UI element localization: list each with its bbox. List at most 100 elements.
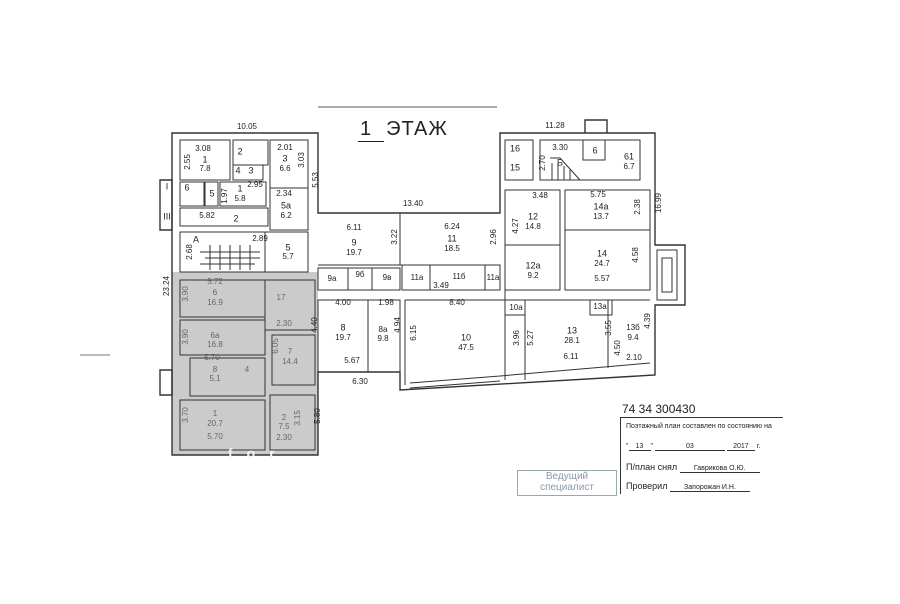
room-number: 14 — [596, 248, 608, 259]
drawn-by-name: Гаврикова О.Ю. — [679, 465, 760, 473]
dimension: 3.15 — [293, 410, 302, 426]
room-number: 8 — [340, 322, 346, 333]
dimension: 5.75 — [590, 190, 606, 199]
dimension: 13.40 — [402, 199, 424, 208]
room-number: 13 — [566, 325, 578, 336]
dimension: 2.30 — [276, 433, 292, 442]
dimension: 4.58 — [631, 247, 640, 263]
drawn-by-row: П/план снял Гаврикова О.Ю. — [626, 462, 760, 473]
room-number: 4 — [235, 165, 241, 176]
dimension: 1.98 — [378, 298, 394, 307]
room-number: Б — [557, 157, 563, 168]
room-area: 5.7 — [282, 252, 294, 261]
room-number: 9 — [351, 237, 357, 248]
room-number: 2 — [237, 146, 243, 157]
highlighted-area — [172, 272, 318, 455]
room-area: 14.8 — [525, 222, 541, 231]
room-area: 7.5 — [278, 422, 290, 431]
dimension: 2.38 — [633, 199, 642, 215]
dimension: 4.40 — [310, 317, 319, 333]
dimension: 2.70 — [538, 155, 547, 171]
checked-by-label: Проверил — [626, 481, 668, 491]
room-number: 11а — [410, 273, 424, 282]
dimension: 2.34 — [276, 189, 292, 198]
dimension: 2.30 — [276, 319, 292, 328]
dimension: 3.90 — [181, 286, 190, 302]
dimension: 4.50 — [613, 340, 622, 356]
room-area: 47.5 — [458, 343, 474, 352]
dimension: 5.53 — [311, 172, 320, 188]
dimension: 3.96 — [512, 330, 521, 346]
room-area: 5.1 — [209, 374, 221, 383]
date-year: 2017 — [726, 443, 755, 451]
dimension: 5.80 — [313, 408, 322, 424]
room-area: 6.7 — [623, 162, 635, 171]
room-area: 6.2 — [280, 211, 292, 220]
room-area: 19.7 — [346, 248, 362, 257]
dimension: 5.27 — [526, 330, 535, 346]
room-number: 1 — [202, 154, 208, 165]
dimension: 2.68 — [185, 244, 194, 260]
dimension: 5.70 — [207, 432, 223, 441]
dimension: 5.70 — [204, 353, 220, 362]
room-number: 7 — [287, 347, 293, 356]
dimension: 1.97 — [220, 188, 229, 204]
outer-wall — [171, 132, 686, 456]
date-day: 13 — [628, 443, 651, 451]
dimension: 2.95 — [247, 180, 263, 189]
dimension: 3.70 — [181, 407, 190, 423]
room-number: 15 — [509, 162, 521, 173]
title-block-heading: Поэтажный план составлен по состоянию на — [626, 423, 772, 430]
room-number: 2 — [281, 413, 287, 422]
dimension: 3.08 — [195, 144, 211, 153]
entrance-label: III — [163, 211, 171, 222]
survey-date: "13" 03 2017 г. — [626, 443, 761, 451]
entrance-label: I — [165, 181, 169, 192]
dimension: 4.39 — [643, 313, 652, 329]
year-suffix: г. — [756, 443, 761, 450]
room-number: 9а — [327, 274, 337, 283]
dimension: 4.94 — [393, 317, 402, 333]
inventory-code: 74 34 300430 — [622, 402, 696, 416]
room-area: 13.7 — [593, 212, 609, 221]
dimension: 3.30 — [552, 143, 568, 152]
room-number: 9б — [355, 270, 365, 279]
room-number: 8 — [212, 365, 218, 374]
room-area: 16.9 — [207, 298, 223, 307]
watermark: for — [228, 445, 289, 461]
dimension: 23.24 — [162, 275, 171, 297]
title-block: Поэтажный план составлен по состоянию на… — [620, 417, 783, 494]
dimension: 6.11 — [346, 223, 362, 232]
dimension: 3.48 — [532, 191, 548, 200]
dimension: 16.99 — [654, 192, 663, 214]
room-number: 5а — [280, 200, 292, 211]
room-area: 7.8 — [199, 164, 211, 173]
dimension: 3.22 — [390, 229, 399, 245]
room-number: 10а — [509, 303, 523, 312]
room-number: 5 — [209, 188, 215, 199]
dimension: 2.89 — [252, 234, 268, 243]
drawn-by-label: П/план снял — [626, 462, 678, 472]
dimension: 2.10 — [626, 353, 642, 362]
room-number: 1 — [237, 183, 243, 194]
room-number: 11 — [447, 233, 457, 244]
room-area: 20.7 — [207, 419, 223, 428]
room-area: 9.4 — [627, 333, 639, 342]
room-number: 6 — [184, 182, 190, 193]
room-area: 9.8 — [377, 334, 389, 343]
dimension: 5.67 — [344, 356, 360, 365]
room-number: 61 — [623, 151, 635, 162]
room-area: 19.7 — [335, 333, 351, 342]
dimension: 5.57 — [594, 274, 610, 283]
room-number: 16 — [509, 143, 521, 154]
room-number: 9в — [382, 273, 392, 282]
room-number: 17 — [276, 293, 286, 302]
dimension: 4.27 — [511, 218, 520, 234]
dimension: 5.82 — [199, 211, 215, 220]
date-month: 03 — [654, 443, 725, 451]
room-number: 2 — [233, 213, 239, 224]
room-number: 14а — [593, 201, 609, 212]
